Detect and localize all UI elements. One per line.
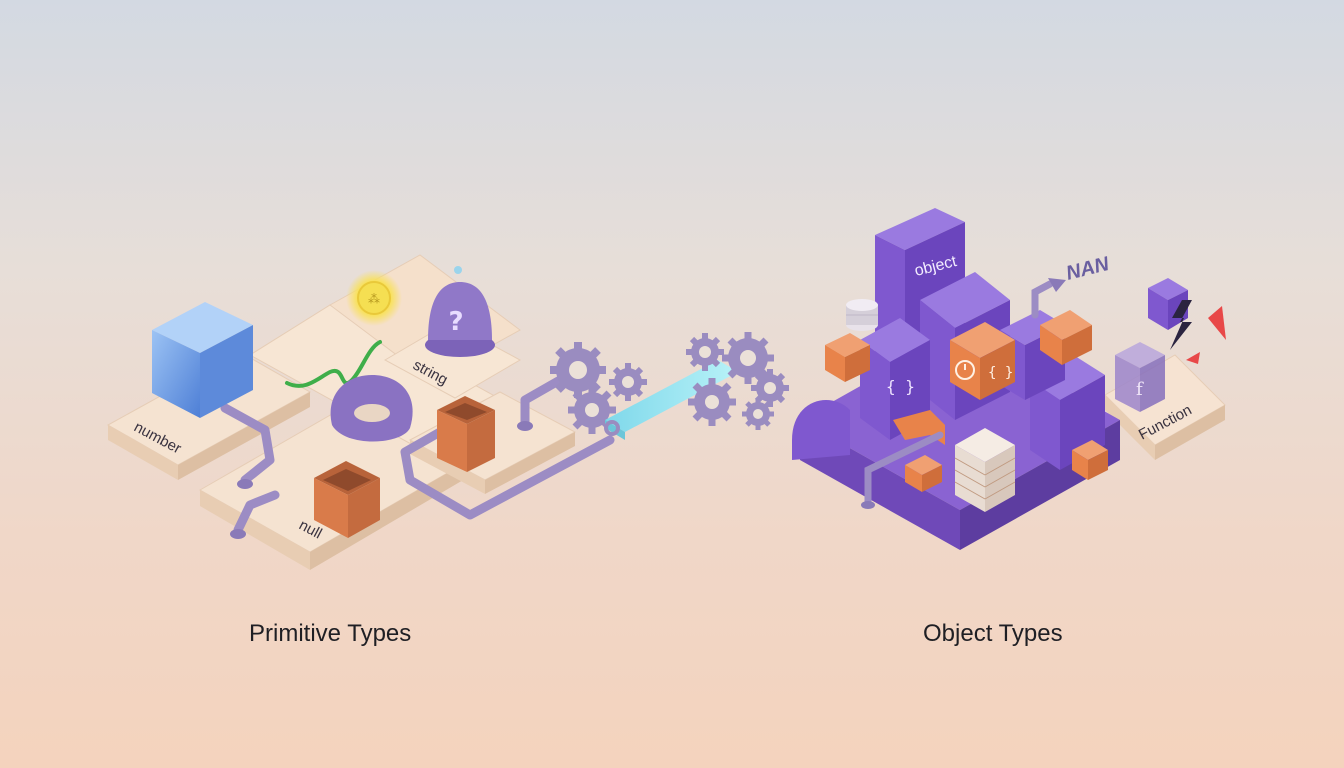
braces-label: { } [988,365,1013,381]
gear-icon [688,378,736,426]
link-bridge [604,360,738,440]
gear-icon [550,342,606,398]
function-block: f [1115,342,1165,412]
server-stack-icon [954,428,1016,512]
label-f: f [1136,379,1144,400]
label-nan: NAN [1064,253,1112,285]
object-pipes [864,280,1054,507]
caption-object-types: Object Types [923,620,1063,647]
svg-text:⁂: ⁂ [368,292,380,306]
gear-icon [751,369,789,407]
cube-icon [152,302,253,418]
wave-line-icon [285,340,382,388]
ring-blob-icon [330,375,413,442]
gear-cluster-right [686,332,789,430]
primitive-pipes [220,375,615,535]
question-bell-icon: ? [425,266,495,357]
gear-icon [722,332,774,384]
primitive-types-group: ⁂ ? number stri [106,254,615,570]
gear-icon [686,333,724,371]
lightning-icon [1148,278,1226,364]
gear-icon [742,398,774,430]
function-platform [1104,354,1226,460]
box-icon [314,461,380,538]
gear-icon [609,363,647,401]
gear-cluster-left [550,342,647,434]
coin-icon: ⁂ [346,270,402,326]
clock-icon: { } [950,322,1015,400]
braces-label-2: { } [886,377,915,396]
caption-primitive-types: Primitive Types [249,620,412,647]
box-icon [437,396,495,472]
database-icon [846,299,878,331]
gear-icon [568,386,616,434]
object-types-group: object [792,208,1226,550]
svg-text:?: ? [448,307,463,337]
